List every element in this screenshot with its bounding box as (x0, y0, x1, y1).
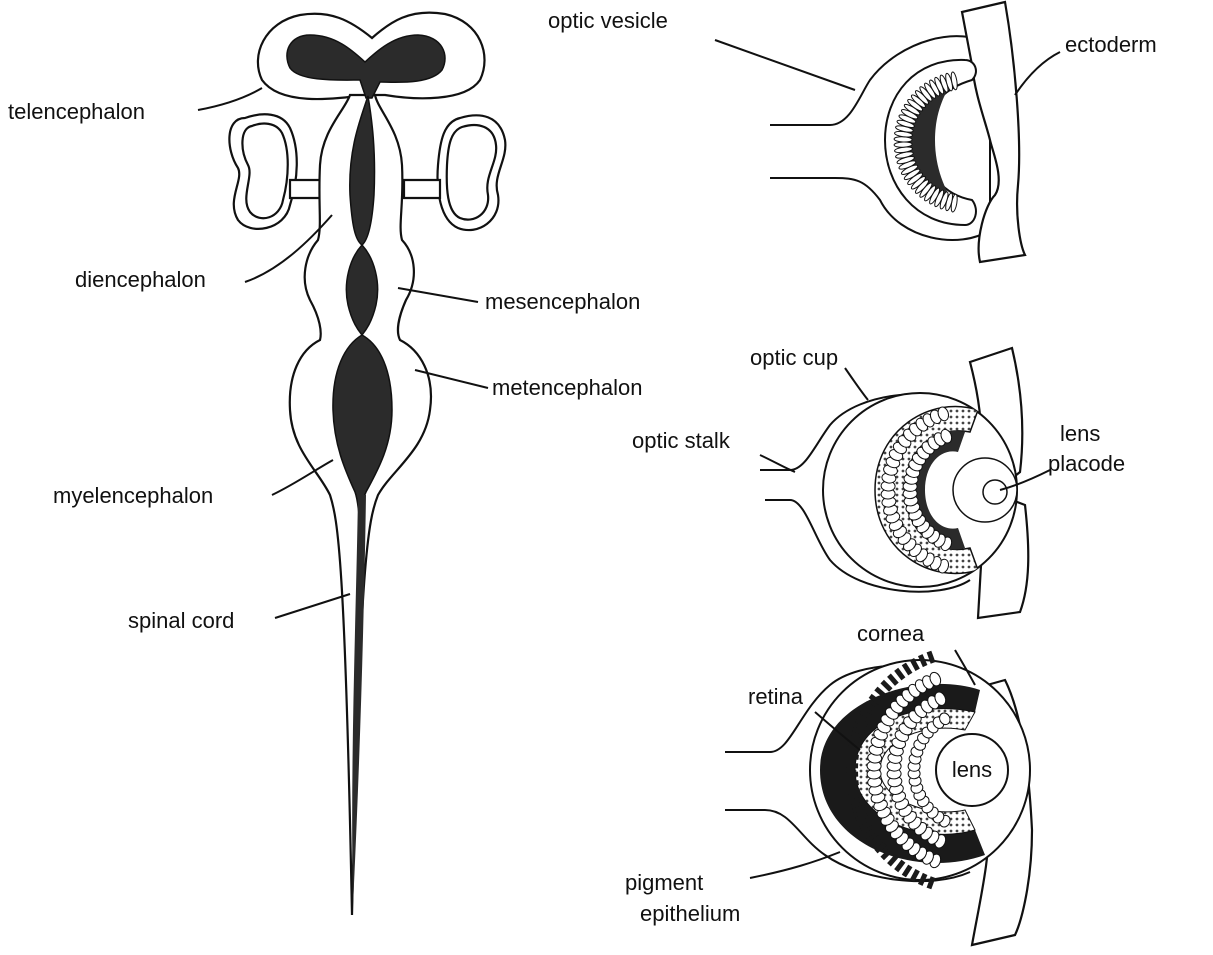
label-lens: lens (952, 757, 992, 782)
leader-optic-cup (845, 368, 868, 400)
label-spinal-cord: spinal cord (128, 608, 234, 633)
label-myelencephalon: myelencephalon (53, 483, 213, 508)
label-lens-placode-line2: placode (1048, 451, 1125, 476)
label-pigment-line2: epithelium (640, 901, 740, 926)
lens-placode (983, 480, 1007, 504)
label-metencephalon: metencephalon (492, 375, 642, 400)
optic-cup-stage (760, 348, 1028, 618)
pigment-cell (846, 772, 858, 777)
label-lens-placode-line1: lens (1060, 421, 1100, 446)
leader-ectoderm (1015, 52, 1060, 95)
label-cornea: cornea (857, 621, 925, 646)
neural-lumen (287, 35, 445, 905)
leader-optic-vesicle (715, 40, 855, 90)
label-ectoderm: ectoderm (1065, 32, 1157, 57)
label-retina: retina (748, 684, 804, 709)
label-diencephalon: diencephalon (75, 267, 206, 292)
vesicle-cell (894, 142, 912, 148)
label-optic-stalk: optic stalk (632, 428, 731, 453)
left-optic-vesicle-inner (242, 124, 287, 219)
label-telencephalon: telencephalon (8, 99, 145, 124)
label-mesencephalon: mesencephalon (485, 289, 640, 314)
label-optic-cup: optic cup (750, 345, 838, 370)
optic-vesicle-stage (770, 2, 1025, 262)
label-optic-vesicle: optic vesicle (548, 8, 668, 33)
right-optic-stalk (404, 180, 440, 198)
left-optic-stalk (290, 180, 320, 198)
label-pigment-line1: pigment (625, 870, 703, 895)
pigment-cell (846, 763, 858, 768)
